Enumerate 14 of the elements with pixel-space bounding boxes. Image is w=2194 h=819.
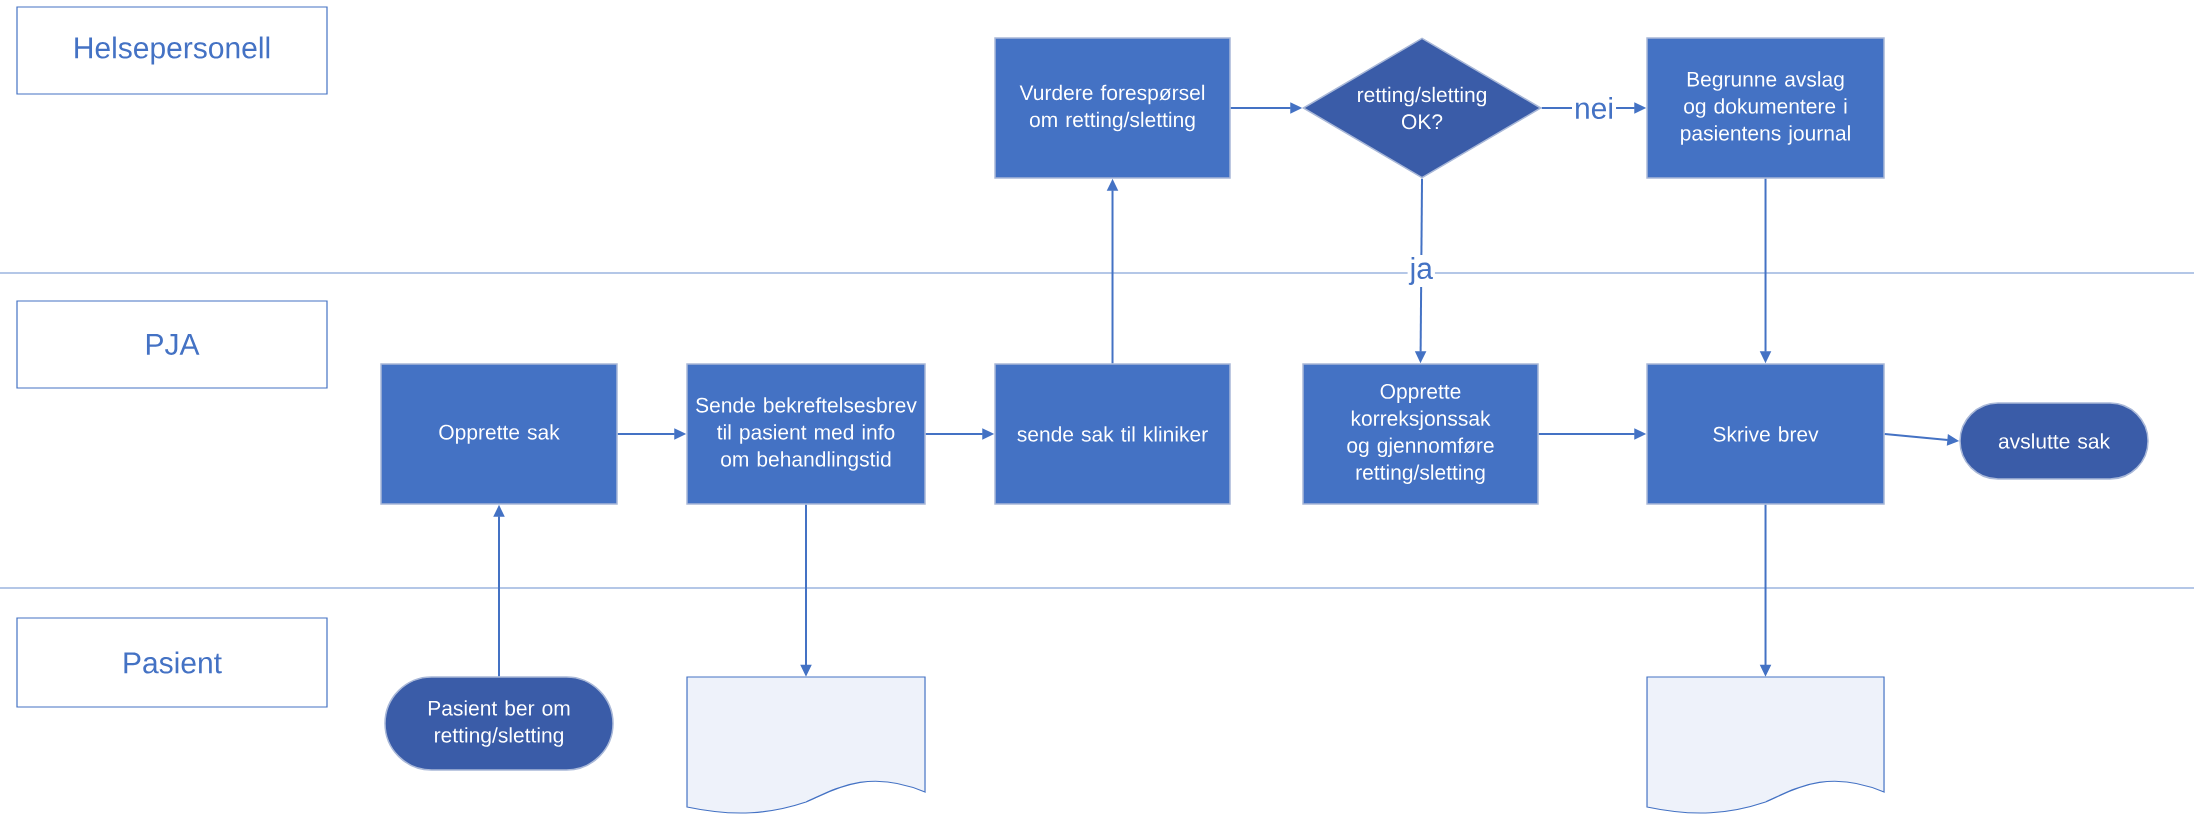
- lane-label-box: PJA: [16, 300, 328, 389]
- process-box: Vurdere forespørsel om retting/sletting: [994, 37, 1231, 179]
- edge-label: ja: [1407, 255, 1435, 287]
- lane-label-box: Helsepersonell: [16, 6, 328, 95]
- document-shape: [1646, 676, 1885, 814]
- lane-label-box: Pasient: [16, 617, 328, 708]
- document-shape: [686, 676, 926, 814]
- process-box: Skrive brev: [1646, 363, 1885, 505]
- process-box: sende sak til kliniker: [994, 363, 1231, 505]
- process-box: Sende bekreftelsesbrev til pasient med info om behandlingstid: [686, 363, 926, 505]
- process-box: Opprette sak: [380, 363, 618, 505]
- process-box: Opprette korreksjonssak og gjennomføre retting/sletting: [1302, 363, 1539, 505]
- process-box: Begrunne avslag og dokumentere i pasientens journal: [1646, 37, 1885, 179]
- edge-label: nei: [1572, 95, 1617, 121]
